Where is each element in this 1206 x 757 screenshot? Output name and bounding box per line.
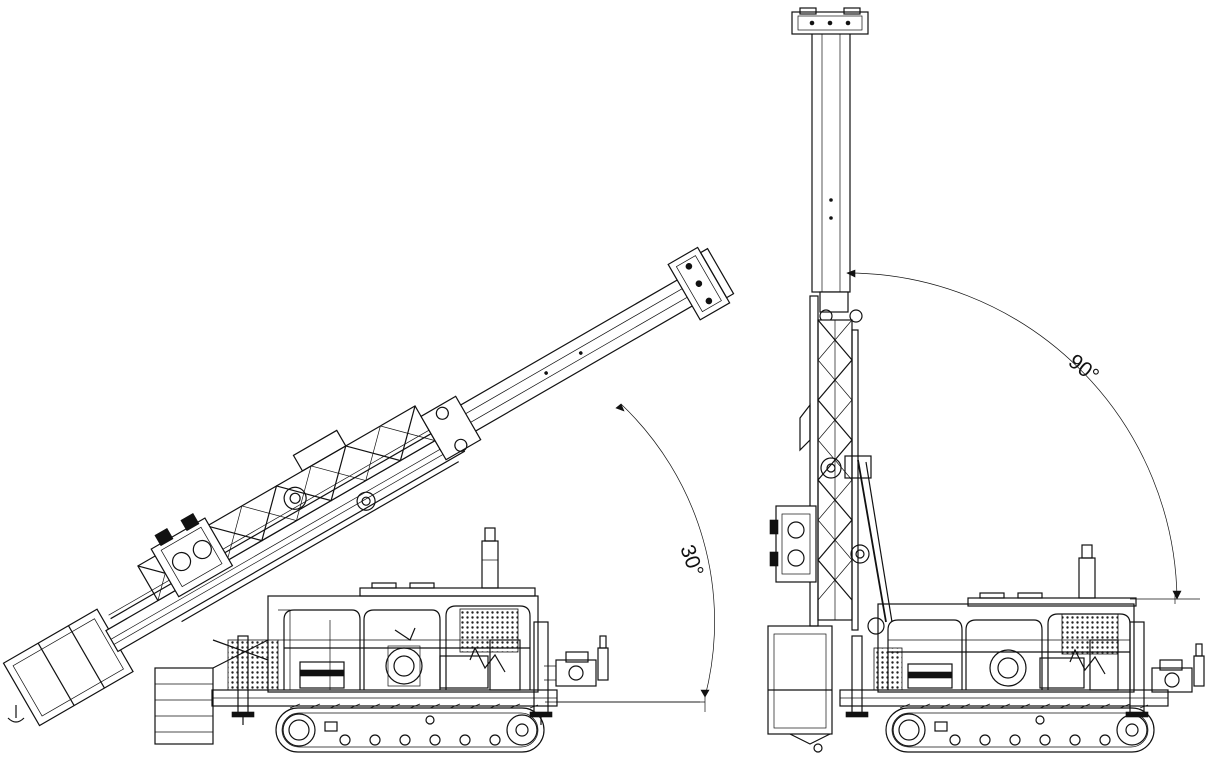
- crawler-track-right: [885, 703, 1155, 753]
- exhaust-stack-left: [481, 527, 499, 589]
- angle-indicator-30: 30°: [545, 403, 715, 712]
- guard-rail-right: [887, 613, 1131, 690]
- rear-control-unit-right: [1151, 643, 1205, 693]
- inclined-mast: [2, 246, 735, 727]
- guard-rail-left: [283, 605, 531, 690]
- angle-indicator-90: 90°: [846, 269, 1200, 604]
- power-pack-right: [873, 592, 1137, 693]
- vertical-mast: [769, 7, 893, 635]
- mast-base-box-right: [767, 625, 833, 753]
- angle-label-90: 90°: [1064, 350, 1103, 388]
- power-pack-left: [227, 582, 539, 693]
- crawler-track-left: [275, 703, 545, 753]
- angle-label-30: 30°: [675, 542, 707, 580]
- rig-right-view-90deg: [767, 7, 1205, 753]
- rig-left-view-30deg: [2, 246, 735, 753]
- mast-stand-left: [154, 639, 269, 745]
- mast-foot-pad-left: [7, 705, 25, 723]
- base-frame-left: [211, 621, 700, 725]
- exhaust-stack-right: [1078, 544, 1096, 599]
- rear-control-unit-left: [544, 635, 609, 687]
